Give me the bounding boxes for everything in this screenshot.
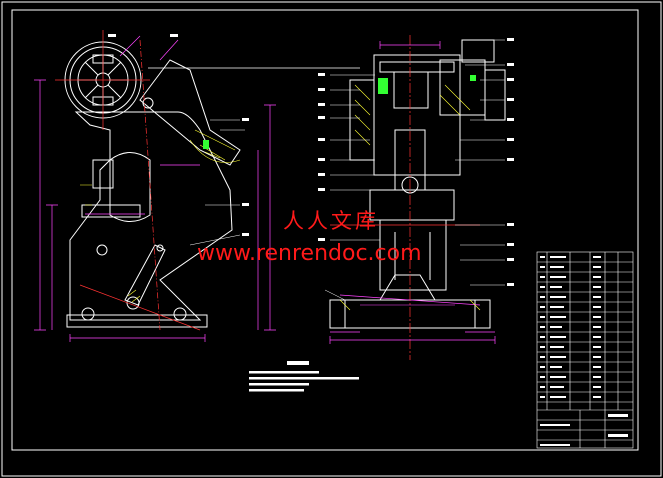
- side-view-hatch: [80, 129, 241, 303]
- side-view-centerlines: [55, 30, 201, 331]
- side-view-dimensions: [34, 35, 276, 342]
- title-block-text-marks: [540, 256, 628, 446]
- notes-lines: [249, 361, 359, 392]
- press-table: [81, 204, 141, 218]
- title-block-table: [536, 251, 634, 449]
- press-throat: [109, 152, 151, 222]
- leader-label-marks: [108, 34, 514, 286]
- side-view-green-part: [203, 140, 209, 149]
- technical-requirements-notes: [247, 361, 387, 403]
- drawing-border-inner: [11, 9, 639, 451]
- motor-arm: [139, 59, 241, 166]
- press-frame: [69, 111, 233, 321]
- bolster: [379, 219, 447, 291]
- front-view-dimensions: [329, 41, 496, 344]
- press-base: [66, 314, 208, 328]
- side-view: [64, 41, 241, 328]
- front-leaders: [324, 39, 505, 301]
- motor: [461, 39, 495, 63]
- front-view-centerline: [330, 35, 480, 360]
- crank-link: [124, 244, 166, 306]
- front-view-hatch: [339, 84, 481, 311]
- watermark-url: www.renrendoc.com: [197, 241, 422, 266]
- watermark-chinese: 人人文库: [283, 209, 379, 233]
- side-leaders: [189, 119, 245, 246]
- gear-box: [439, 59, 486, 116]
- ram-block: [92, 159, 114, 189]
- front-body: [369, 189, 455, 221]
- front-view-green-parts: [378, 75, 476, 94]
